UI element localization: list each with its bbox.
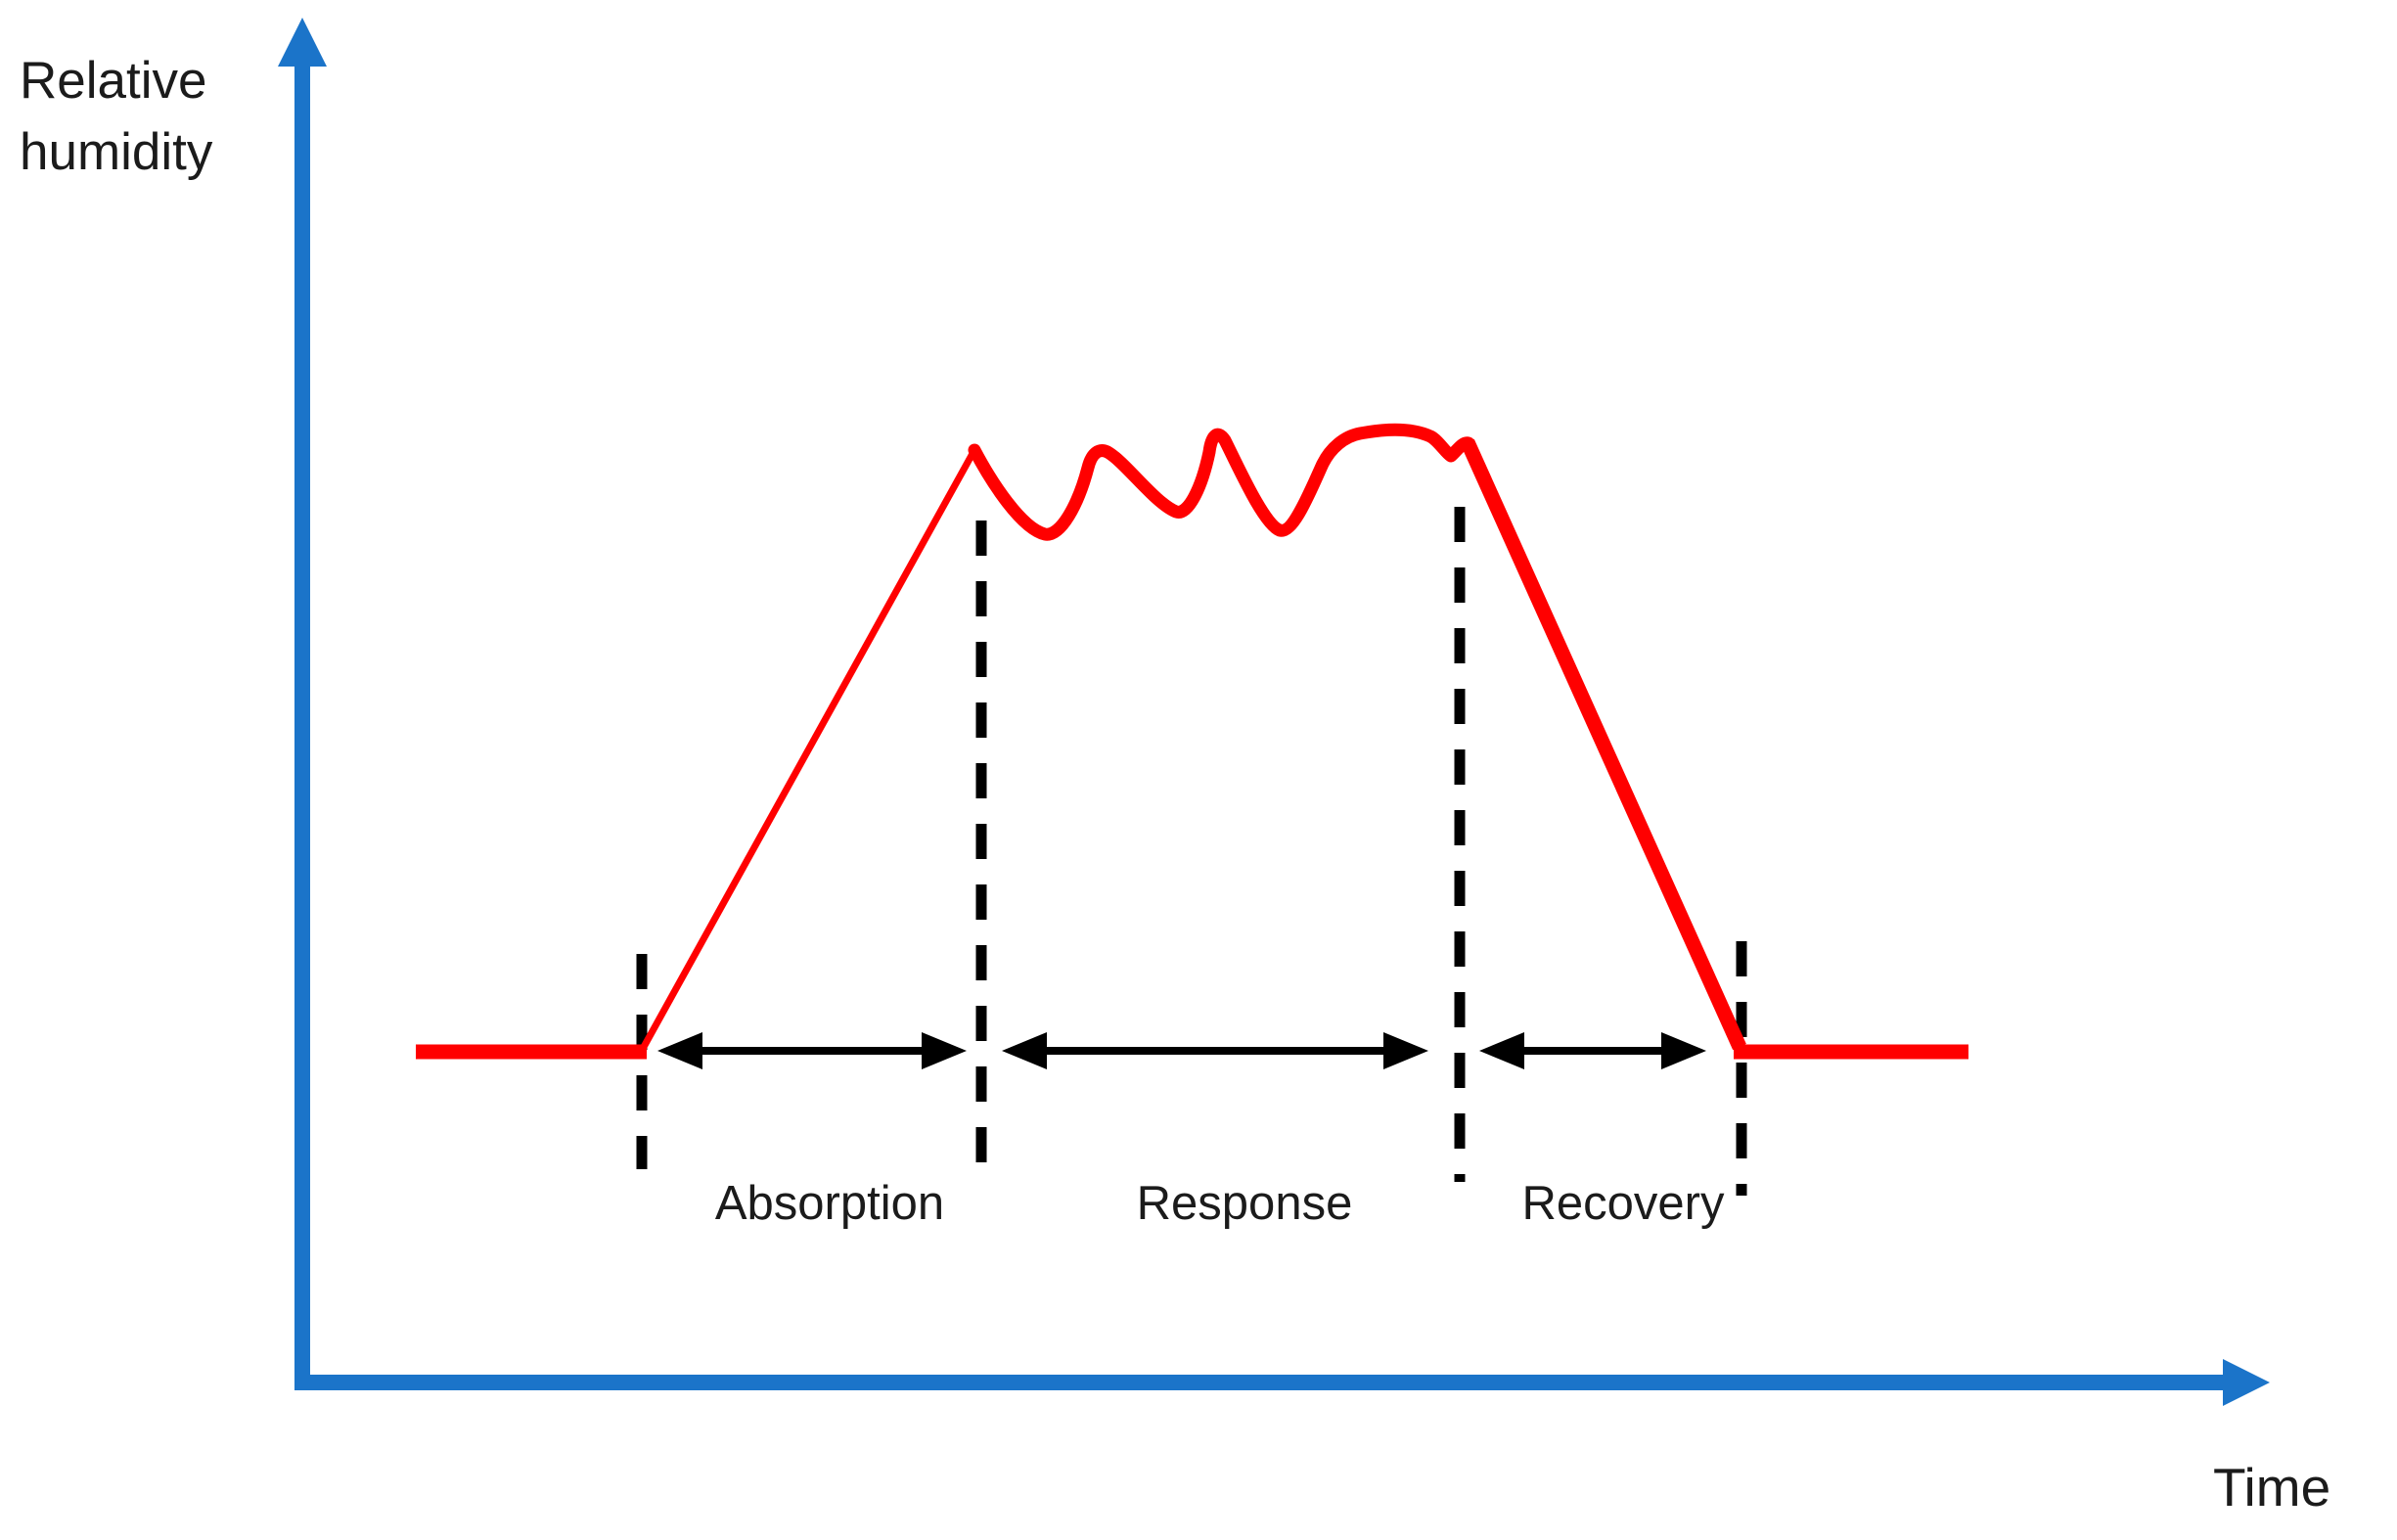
curve-fall-segment [1461, 438, 1746, 1051]
x-axis-arrowhead-icon [2223, 1359, 2270, 1406]
response-span-arrow [1002, 1032, 1428, 1069]
curve-plateau-oscillation [968, 423, 1475, 541]
arrow-right-head-icon [922, 1032, 967, 1069]
arrow-left-head-icon [1479, 1032, 1524, 1069]
absorption-span-arrow [657, 1032, 967, 1069]
curve-rise-segment [640, 448, 978, 1049]
x-axis-label: Time [2213, 1457, 2331, 1517]
y-axis-arrowhead-icon [278, 18, 327, 67]
arrow-right-head-icon [1383, 1032, 1428, 1069]
arrow-left-head-icon [1002, 1032, 1047, 1069]
y-axis-label: Relative humidity [20, 52, 213, 182]
arrow-right-head-icon [1661, 1032, 1706, 1069]
phase-label-recovery: Recovery [1521, 1177, 1725, 1230]
arrow-left-head-icon [657, 1032, 702, 1069]
recovery-span-arrow [1479, 1032, 1706, 1069]
phase-label-absorption: Absorption [714, 1177, 945, 1230]
phase-label-response: Response [1136, 1177, 1353, 1230]
